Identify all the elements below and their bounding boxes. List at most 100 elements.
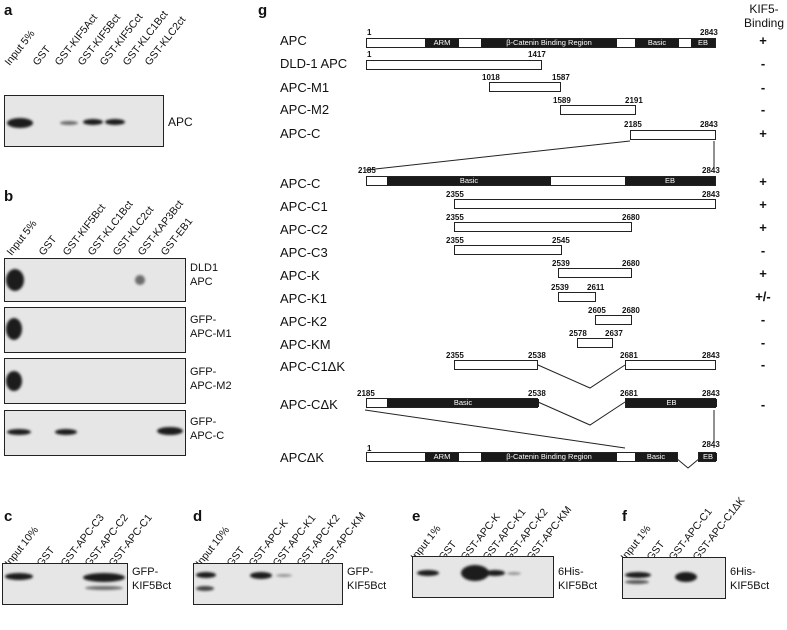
binding-value: - [760,357,766,372]
binding-value: + [759,220,767,235]
blot-c [2,563,128,605]
residue-start: 2185 [357,389,375,398]
residue-start: 2539 [552,259,570,268]
domain-arm: ARM [425,453,459,461]
blot-e [412,556,554,598]
construct-bar [595,315,632,325]
residue-start: 2605 [588,306,606,315]
construct-name: APC-CΔK [280,397,338,412]
blot-label: 6His- [558,566,584,578]
band [157,427,183,435]
blot-label: KIF5Bct [558,580,598,592]
residue-start: 1 [367,50,372,59]
band [5,573,33,580]
panel-f-label: f [622,508,627,525]
construct-name: APC-C [280,176,321,191]
domain-beta-catenin: β-Catenin Binding Region [481,39,617,47]
construct-bar [454,245,562,255]
construct-bar [454,222,632,232]
construct-bar [454,360,538,370]
construct-name: APC-C3 [280,245,328,260]
domain-arm: ARM [425,39,459,47]
band [85,586,123,590]
residue-start: 2578 [569,329,587,338]
panel-g-label: g [258,2,268,19]
binding-header: KIF5- [749,2,779,16]
residue-end: 2680 [622,213,640,222]
band [6,318,22,340]
residue-start: 2185 [358,166,376,175]
residue-start: 1 [367,444,372,453]
residue-start: 2355 [446,213,464,222]
construct-bar [560,105,636,115]
construct-name: APC-C1 [280,199,328,214]
band [6,269,24,291]
binding-header: Binding [743,16,785,30]
construct-bar-apc-c: Basic EB [366,176,716,186]
blot-label: APC-C [190,430,225,442]
residue-start: 2681 [620,351,638,360]
blot-label: APC-M1 [190,328,232,340]
band [6,371,22,391]
residue-end: 2545 [552,236,570,245]
blot-f [622,557,726,599]
band [461,565,489,581]
construct-name: DLD-1 APC [280,56,348,71]
construct-name: APC-C2 [280,222,328,237]
residue-start: 2185 [624,120,642,129]
domain-basic: Basic [635,453,677,461]
residue-end: 1587 [552,73,570,82]
construct-bar [558,292,596,302]
construct-name: APC-C [280,126,321,141]
construct-bar [558,268,632,278]
band [105,119,125,125]
band [625,580,649,584]
blot-label: APC-M2 [190,380,232,392]
blot-label: GFP- [132,566,159,578]
binding-value: - [760,56,766,71]
domain-beta-catenin: β-Catenin Binding Region [481,453,617,461]
blot-label: GFP- [347,566,374,578]
blot-b-c [4,410,186,456]
domain-eb: EB [691,39,715,47]
residue-start: 1 [367,28,372,37]
band [485,570,505,576]
blot-label: APC [168,115,193,129]
panel-c-label: c [4,508,13,525]
band [507,572,521,575]
construct-name: APC-K1 [280,291,327,306]
residue-start: 2355 [446,351,464,360]
construct-bar [366,60,542,70]
band [625,572,651,578]
construct-bar [630,130,716,140]
band [276,574,292,577]
panel-b-label: b [4,188,14,205]
construct-bar-apc-delta-k: ARM β-Catenin Binding Region Basic [366,452,678,462]
residue-end: 2538 [528,351,546,360]
residue-start: 1589 [553,96,571,105]
band [135,275,145,285]
panel-e-label: e [412,508,421,525]
band [55,429,77,435]
residue-start: 2355 [446,236,464,245]
band [83,119,103,125]
construct-bar [577,338,613,348]
residue-end: 2843 [702,440,720,449]
construct-name: APC-K [280,268,320,283]
panel-a-label: a [4,2,13,19]
residue-start: 1018 [482,73,500,82]
residue-end: 2680 [622,306,640,315]
domain-eb: EB [699,453,717,461]
blot-a-apc [4,95,164,147]
binding-value: - [760,80,766,95]
binding-value: +/- [755,289,771,304]
panel-d-label: d [193,508,203,525]
construct-bar: EB [625,398,717,408]
domain-basic: Basic [387,399,539,407]
blot-label: 6His- [730,566,756,578]
residue-end: 2843 [700,28,718,37]
band [250,572,272,579]
residue-end: 2191 [625,96,643,105]
residue-end: 2843 [702,351,720,360]
